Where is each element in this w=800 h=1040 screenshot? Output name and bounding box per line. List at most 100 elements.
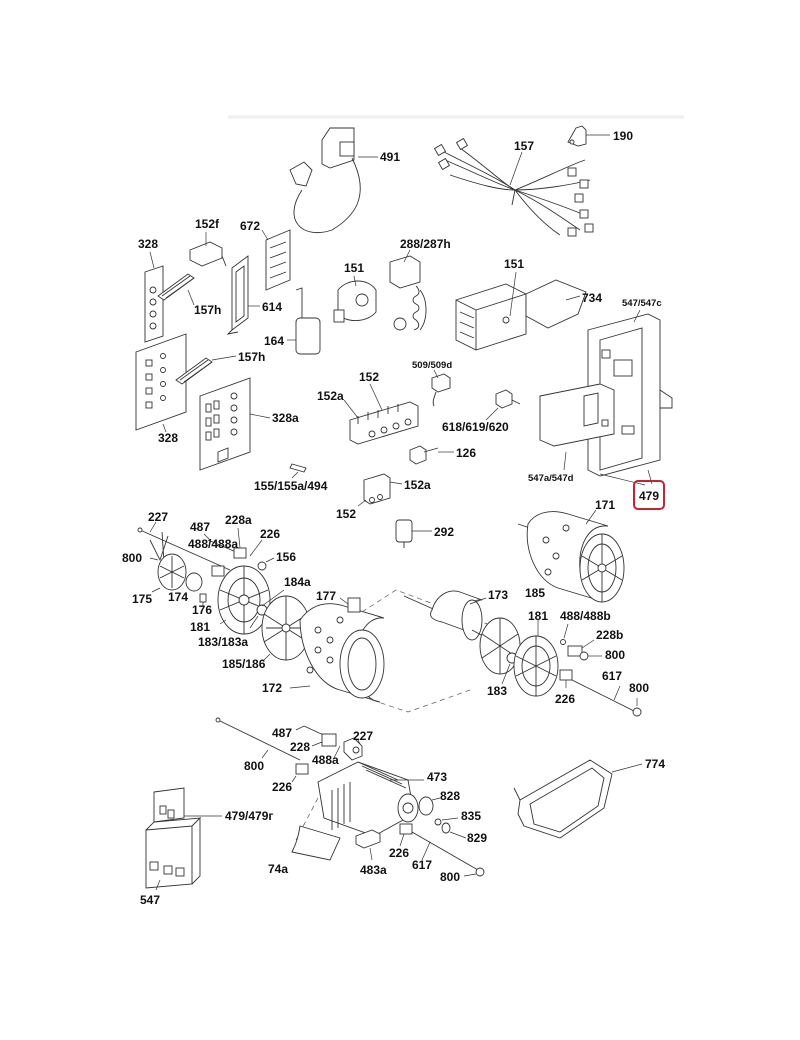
part-151-door-lock[interactable] — [333, 280, 377, 323]
label-226-bottom-right: 226 — [389, 846, 409, 860]
part-152-terminal-block-large[interactable] — [349, 401, 419, 445]
part-617-bolt-bottom[interactable] — [411, 831, 485, 877]
label-618-619-620: 618/619/620 — [442, 420, 509, 434]
part-126-pressure-switch[interactable] — [409, 445, 439, 465]
part-177-brush-holder[interactable] — [347, 597, 361, 613]
part-172-stator-housing[interactable] — [299, 603, 385, 703]
part-226-bush-bottom-right[interactable] — [399, 823, 413, 835]
label-227-top: 227 — [148, 510, 168, 524]
label-328a: 328a — [272, 411, 299, 425]
label-672: 672 — [240, 219, 260, 233]
label-157h-bottom: 157h — [238, 350, 265, 364]
label-473: 473 — [427, 770, 447, 784]
label-487-top: 487 — [190, 520, 210, 534]
part-491-filter-with-cord[interactable] — [289, 127, 361, 234]
part-228-spacer[interactable] — [321, 733, 337, 747]
part-774-motor-cover[interactable] — [513, 759, 613, 839]
label-835: 835 — [461, 809, 481, 823]
label-288-287h: 288/287h — [400, 237, 451, 251]
label-547-547c: 547/547c — [622, 298, 662, 309]
part-614-button-frame[interactable] — [226, 255, 249, 335]
label-157h-top: 157h — [194, 303, 221, 317]
part-328-control-board-top[interactable] — [144, 265, 164, 343]
label-800-top: 156 — [276, 550, 296, 564]
part-835-washer[interactable] — [434, 818, 442, 826]
part-547-board-housing[interactable] — [145, 816, 202, 889]
label-800-bottom-right-2: 800 — [440, 870, 460, 884]
label-547: 547 — [140, 893, 160, 907]
part-173-rotor[interactable] — [403, 590, 495, 643]
part-479-479r-board[interactable] — [153, 787, 185, 823]
label-181-right: 181 — [528, 609, 548, 623]
label-164: 164 — [264, 334, 284, 348]
label-152a-top: 152a — [317, 389, 344, 403]
part-473-motor[interactable] — [317, 761, 419, 837]
part-155-connector-pin[interactable] — [289, 463, 307, 473]
part-157-wiring-harness[interactable] — [433, 137, 594, 237]
part-174-tacho-magnet[interactable] — [185, 572, 203, 592]
part-227-through-bolt[interactable] — [137, 527, 231, 571]
part-509-switch[interactable] — [431, 373, 451, 407]
label-617-bottom: 617 — [412, 858, 432, 872]
part-226-bush-right[interactable] — [559, 669, 573, 681]
part-152f-switch[interactable] — [189, 241, 227, 267]
part-227-bolt-bottom[interactable] — [215, 717, 301, 761]
part-176-sleeve[interactable] — [199, 593, 207, 603]
label-774: 774 — [645, 757, 665, 771]
label-487-bottom: 487 — [272, 726, 292, 740]
part-829-clip[interactable] — [441, 822, 451, 834]
label-184a: 184a — [284, 575, 311, 589]
part-800-nut-right[interactable] — [579, 651, 589, 661]
label-479[interactable]: 479 — [639, 489, 659, 503]
part-618-selector-switch[interactable] — [495, 389, 521, 409]
label-174: 174 — [168, 590, 188, 604]
label-156: 292 — [434, 525, 454, 539]
part-617-through-bolt[interactable] — [571, 679, 642, 717]
part-157h-ribbon-cable-bottom[interactable] — [175, 357, 213, 385]
part-226-bush[interactable] — [211, 565, 225, 577]
label-152a-bottom: 152a — [404, 478, 431, 492]
label-734: 734 — [582, 291, 602, 305]
part-164-capacitor[interactable] — [295, 287, 321, 355]
part-175-tacho-fan[interactable] — [157, 553, 187, 591]
part-152-terminal-block-small[interactable] — [363, 473, 391, 505]
part-171-motor-assembly[interactable] — [517, 511, 625, 603]
label-177: 177 — [316, 589, 336, 603]
part-734-ribbon-cover[interactable] — [525, 279, 587, 329]
part-226-bush-bottom[interactable] — [295, 763, 309, 775]
part-228b-spacer[interactable] — [567, 645, 583, 657]
part-488-488b-washer[interactable] — [560, 639, 566, 645]
label-226-bottom-left: 226 — [272, 780, 292, 794]
label-479-479r: 479/479г — [225, 809, 273, 823]
part-74a-cover-sheet[interactable] — [291, 825, 341, 861]
part-800-nut-top[interactable] — [257, 561, 267, 571]
highlight-box-479 — [633, 480, 665, 510]
part-156-suppressor[interactable] — [395, 519, 413, 548]
part-828-pulley[interactable] — [418, 796, 434, 816]
label-800-bottom: 227 — [353, 729, 373, 743]
label-183: 183 — [487, 684, 507, 698]
label-292: 800 — [122, 551, 142, 565]
part-157h-ribbon-cable-top[interactable] — [157, 273, 195, 301]
part-483a-brush[interactable] — [355, 829, 381, 849]
label-226-right: 226 — [555, 692, 575, 706]
label-617-right: 617 — [602, 669, 622, 683]
part-487-bolt[interactable] — [207, 539, 237, 553]
part-328-control-board-bottom[interactable] — [135, 333, 187, 431]
part-151-programmer[interactable] — [455, 283, 527, 351]
part-185-186-fan[interactable] — [261, 595, 311, 661]
part-672-button-strip[interactable] — [265, 229, 291, 291]
label-157: 157 — [514, 139, 534, 153]
part-547a-547d-board-cover[interactable] — [539, 383, 615, 447]
label-152-top: 152 — [359, 370, 379, 384]
label-190: 190 — [613, 129, 633, 143]
label-173: 173 — [488, 588, 508, 602]
label-151-lock: 151 — [344, 261, 364, 275]
part-190-bracket[interactable] — [567, 125, 587, 147]
label-800-bottom-right: 800 — [629, 681, 649, 695]
label-488-488b: 488/488b — [560, 609, 611, 623]
part-328a-control-board[interactable] — [199, 377, 251, 471]
part-800-nut-bottom[interactable] — [343, 737, 363, 761]
part-181-end-shield-right[interactable] — [513, 635, 559, 697]
part-288-thermostat[interactable] — [389, 255, 427, 331]
